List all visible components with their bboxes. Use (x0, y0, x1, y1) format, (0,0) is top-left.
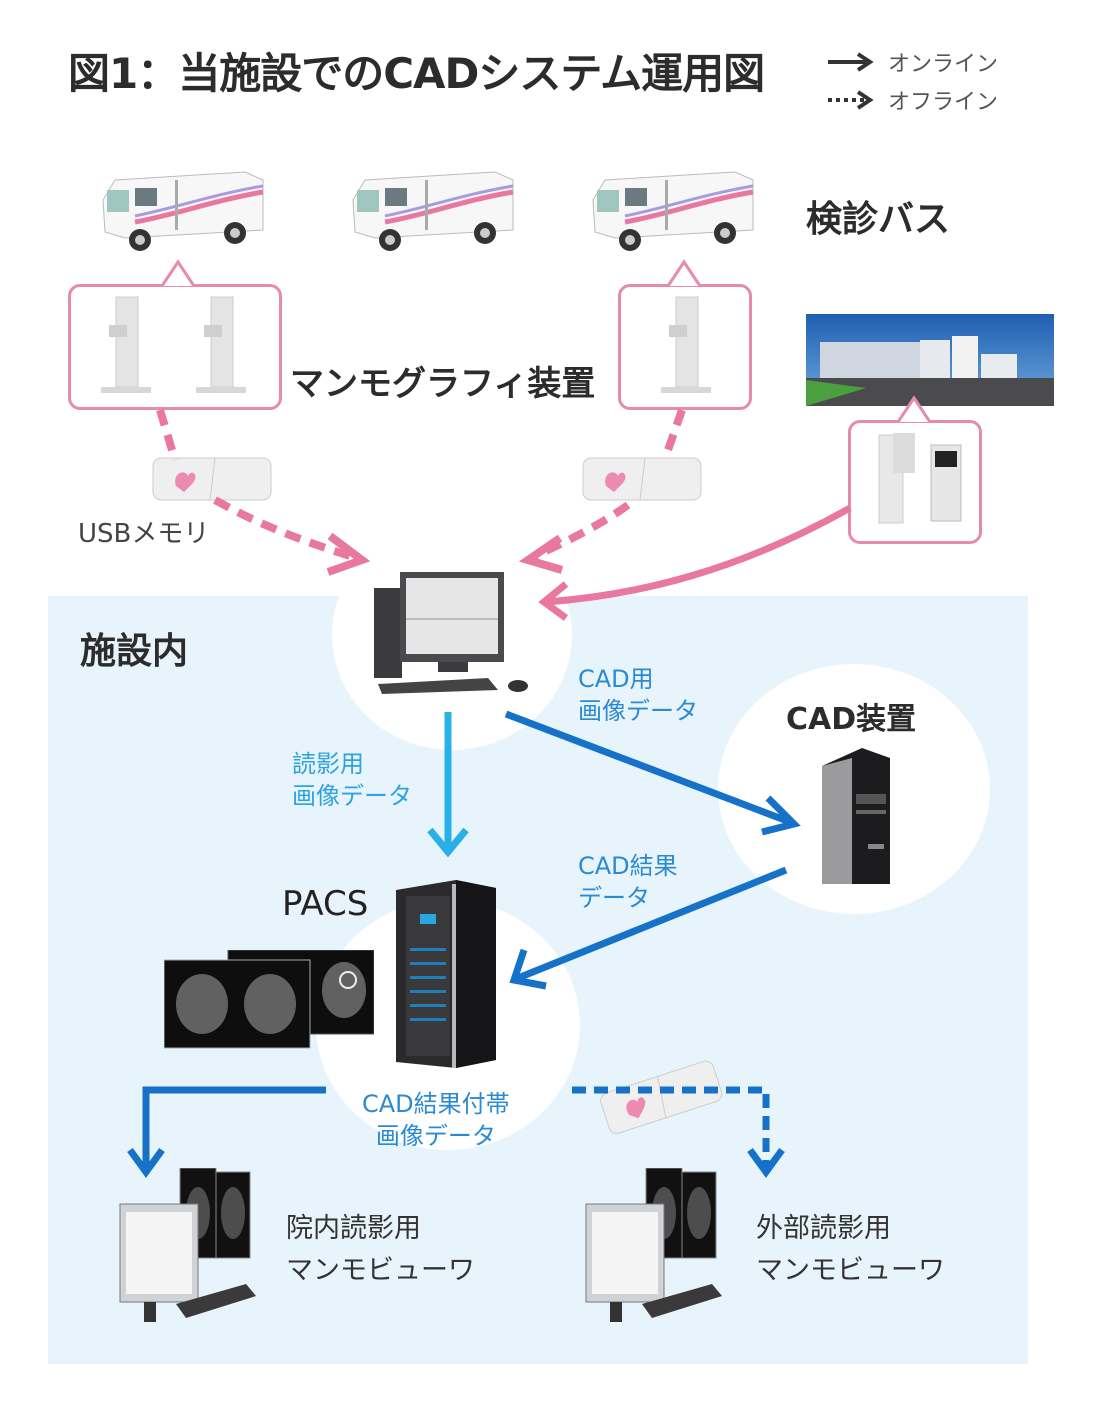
cad-result-data-line1: CAD結果 (578, 852, 678, 880)
cad-attached-line1: CAD結果付帯 (362, 1090, 510, 1118)
internal-viewer-workstation (116, 1167, 266, 1332)
bus-icon (102, 171, 264, 251)
legend-offline: オフライン (826, 84, 998, 116)
bus1-pointer (160, 259, 196, 287)
mammography-unit-icon (661, 296, 711, 393)
cad-result-data-line2: データ (578, 884, 650, 913)
mammogram-images (163, 949, 375, 1056)
pacs-label: PACS (282, 884, 369, 924)
mammography-label: マンモグラフィ装置 (290, 364, 596, 404)
cad-attached-line2: 画像データ (375, 1122, 496, 1151)
screening-bus-2 (345, 160, 520, 259)
reading-image-data-line2: 画像データ (292, 782, 412, 811)
bus3-pointer (666, 259, 702, 287)
legend-online-label: オンライン (888, 52, 999, 77)
viewer-workstation-icon (119, 1167, 256, 1322)
desktop-computer-icon (374, 572, 528, 694)
cad-result-data-label: CAD結果 データ (578, 850, 678, 915)
legend-online: オンライン (826, 46, 998, 78)
screening-bus-3 (585, 160, 760, 259)
building-icon (806, 314, 1054, 406)
cad-device-label: CAD装置 (786, 702, 917, 737)
server-rack-icon (396, 880, 496, 1068)
internal-viewer-label: 院内読影用 マンモビューワ (286, 1208, 475, 1292)
cad-image-data-line1: CAD用 (578, 665, 654, 693)
cad-image-data-label: CAD用 画像データ (578, 663, 698, 728)
facility-label: 施設内 (80, 631, 189, 672)
facility-mammography-box (848, 420, 982, 544)
usb-label: USBメモリ (78, 519, 210, 549)
internal-viewer-line2: マンモビューワ (286, 1254, 475, 1286)
workstation (368, 566, 538, 700)
mammography-unit-icon (101, 296, 246, 393)
mammogram-image-icon (163, 949, 375, 1049)
cad-image-data-line2: 画像データ (578, 697, 698, 726)
external-viewer-workstation (582, 1167, 732, 1332)
bus-icon (592, 171, 754, 251)
usb-memory-1 (150, 452, 275, 511)
facility-photo (806, 314, 1054, 406)
solid-arrow-icon (828, 52, 874, 72)
usb-stick-icon (582, 457, 702, 501)
usb-memory-2 (580, 452, 705, 511)
reading-image-data-label: 読影用 画像データ (292, 748, 412, 813)
pacs-server (396, 880, 496, 1072)
usb-stick-icon (152, 457, 272, 501)
reading-image-data-line1: 読影用 (292, 750, 364, 778)
tower-pc-icon (822, 748, 890, 884)
mammography-unit-icon (878, 433, 962, 524)
internal-viewer-line1: 院内読影用 (286, 1213, 421, 1244)
external-viewer-label: 外部読影用 マンモビューワ (756, 1208, 945, 1292)
diagram-title: 図1：当施設でのCADシステム運用図 (68, 49, 765, 98)
cad-attached-image-data-label: CAD結果付帯 画像データ (362, 1088, 510, 1153)
viewer-workstation-icon (585, 1167, 722, 1322)
online-arrow-facility (545, 504, 852, 606)
mammography-box-left (68, 284, 282, 410)
external-viewer-line1: 外部読影用 (756, 1213, 891, 1244)
legend-offline-label: オフライン (888, 90, 999, 115)
external-viewer-line2: マンモビューワ (756, 1254, 945, 1286)
mammography-box-right (618, 284, 752, 410)
cad-device (812, 748, 896, 890)
dotted-arrow-icon (828, 90, 874, 110)
bus-label: 検診バス (806, 199, 951, 240)
bus-icon (352, 171, 514, 251)
screening-bus-1 (95, 160, 270, 259)
